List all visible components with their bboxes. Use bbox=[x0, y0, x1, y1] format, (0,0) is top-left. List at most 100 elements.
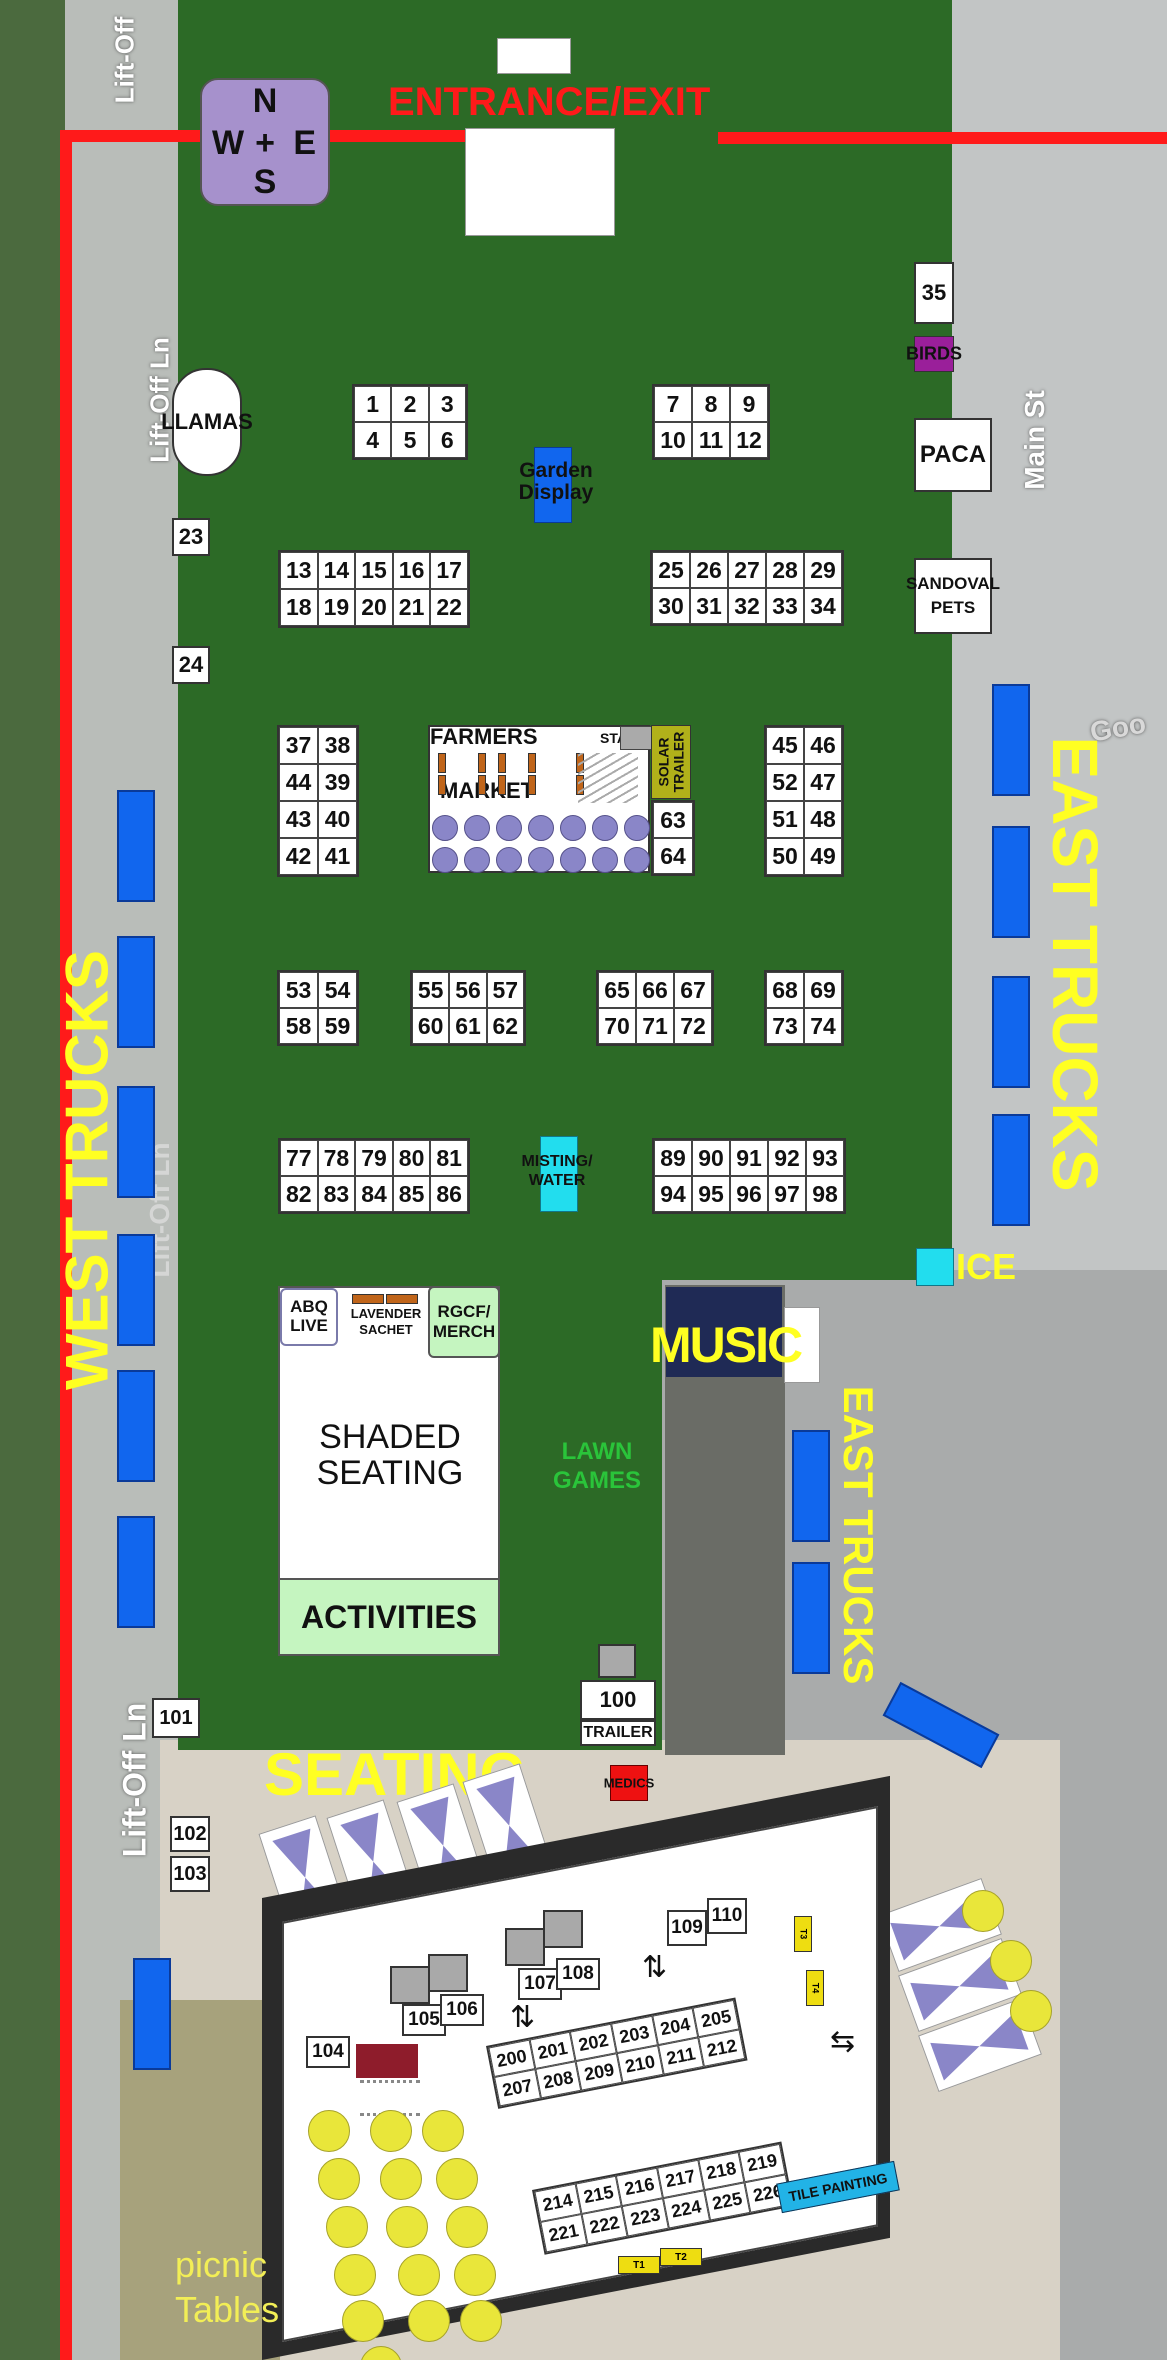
booth-101[interactable]: 101 bbox=[152, 1698, 200, 1738]
booth-44[interactable]: 44 bbox=[279, 764, 318, 801]
booth-209[interactable]: 209 bbox=[575, 2053, 623, 2091]
booth-212[interactable]: 212 bbox=[698, 2029, 746, 2067]
booth-94[interactable]: 94 bbox=[654, 1176, 692, 1212]
booth-19[interactable]: 19 bbox=[317, 589, 356, 626]
booth-23[interactable]: 23 bbox=[172, 518, 210, 556]
booth-102[interactable]: 102 bbox=[170, 1816, 210, 1852]
booth-73[interactable]: 73 bbox=[766, 1008, 804, 1044]
booth-1[interactable]: 1 bbox=[354, 386, 392, 422]
booth-210[interactable]: 210 bbox=[616, 2045, 664, 2083]
medics-station[interactable]: MEDICS bbox=[604, 1765, 654, 1801]
booth-96[interactable]: 96 bbox=[730, 1176, 768, 1212]
booth-106[interactable]: 106 bbox=[440, 1994, 484, 2026]
east-truck-5[interactable] bbox=[792, 1430, 830, 1542]
booth-211[interactable]: 211 bbox=[657, 2037, 705, 2075]
booth-84[interactable]: 84 bbox=[355, 1176, 393, 1212]
booth-18[interactable]: 18 bbox=[280, 589, 318, 626]
booth-5[interactable]: 5 bbox=[391, 422, 429, 458]
booth-39[interactable]: 39 bbox=[318, 764, 357, 801]
booth-66[interactable]: 66 bbox=[636, 972, 674, 1008]
booth-104[interactable]: 104 bbox=[306, 2036, 350, 2068]
booth-2[interactable]: 2 bbox=[391, 386, 429, 422]
booth-63[interactable]: 63 bbox=[653, 802, 693, 838]
east-truck-3[interactable] bbox=[992, 976, 1030, 1088]
booth-7[interactable]: 7 bbox=[654, 386, 692, 422]
booth-108[interactable]: 108 bbox=[556, 1958, 600, 1990]
west-truck-3[interactable] bbox=[117, 1086, 155, 1198]
booth-77[interactable]: 77 bbox=[280, 1140, 318, 1176]
activities-area[interactable]: ACTIVITIES bbox=[278, 1578, 500, 1656]
booth-57[interactable]: 57 bbox=[486, 972, 524, 1008]
booth-10[interactable]: 10 bbox=[654, 422, 692, 458]
booth-79[interactable]: 79 bbox=[355, 1140, 393, 1176]
west-truck-6[interactable] bbox=[117, 1516, 155, 1628]
booth-223[interactable]: 223 bbox=[622, 2198, 669, 2237]
booth-100[interactable]: 100 bbox=[580, 1680, 656, 1720]
west-truck-5[interactable] bbox=[117, 1370, 155, 1482]
booth-13[interactable]: 13 bbox=[280, 552, 318, 589]
booth-42[interactable]: 42 bbox=[279, 838, 318, 875]
booth-8[interactable]: 8 bbox=[692, 386, 730, 422]
booth-225[interactable]: 225 bbox=[703, 2182, 751, 2221]
booth-51[interactable]: 51 bbox=[766, 801, 804, 838]
solar-trailer[interactable]: SOLAR TRAILER bbox=[651, 725, 691, 799]
booth-27[interactable]: 27 bbox=[728, 552, 766, 588]
booth-221[interactable]: 221 bbox=[540, 2214, 588, 2253]
booth-54[interactable]: 54 bbox=[318, 972, 357, 1008]
booth-30[interactable]: 30 bbox=[652, 588, 690, 624]
booth-67[interactable]: 67 bbox=[674, 972, 712, 1008]
booth-4[interactable]: 4 bbox=[354, 422, 392, 458]
east-truck-2[interactable] bbox=[992, 826, 1030, 938]
booth-110[interactable]: 110 bbox=[707, 1898, 747, 1934]
booth-224[interactable]: 224 bbox=[662, 2190, 710, 2229]
booth-3[interactable]: 3 bbox=[428, 386, 466, 422]
booth-91[interactable]: 91 bbox=[730, 1140, 768, 1176]
booth-93[interactable]: 93 bbox=[806, 1140, 844, 1176]
booth-56[interactable]: 56 bbox=[449, 972, 487, 1008]
west-truck-7[interactable] bbox=[133, 1958, 171, 2070]
booth-98[interactable]: 98 bbox=[806, 1176, 844, 1212]
abq-live-booth[interactable]: ABQ LIVE bbox=[280, 1288, 338, 1346]
booth-15[interactable]: 15 bbox=[355, 552, 393, 589]
booth-49[interactable]: 49 bbox=[804, 838, 842, 875]
booth-69[interactable]: 69 bbox=[804, 972, 842, 1008]
booth-109[interactable]: 109 bbox=[667, 1910, 707, 1946]
booth-86[interactable]: 86 bbox=[430, 1176, 468, 1212]
birds-area[interactable]: BIRDS bbox=[906, 336, 962, 372]
booth-31[interactable]: 31 bbox=[690, 588, 728, 624]
booth-28[interactable]: 28 bbox=[766, 552, 804, 588]
booth-11[interactable]: 11 bbox=[692, 422, 730, 458]
booth-85[interactable]: 85 bbox=[392, 1176, 431, 1212]
booth-62[interactable]: 62 bbox=[486, 1008, 524, 1044]
booth-26[interactable]: 26 bbox=[690, 552, 728, 588]
booth-222[interactable]: 222 bbox=[581, 2206, 628, 2245]
booth-82[interactable]: 82 bbox=[280, 1176, 318, 1212]
booth-90[interactable]: 90 bbox=[692, 1140, 730, 1176]
booth-65[interactable]: 65 bbox=[598, 972, 636, 1008]
booth-60[interactable]: 60 bbox=[412, 1008, 450, 1044]
booth-68[interactable]: 68 bbox=[766, 972, 804, 1008]
booth-103[interactable]: 103 bbox=[170, 1856, 210, 1892]
booth-21[interactable]: 21 bbox=[392, 589, 431, 626]
booth-37[interactable]: 37 bbox=[279, 727, 318, 764]
booth-25[interactable]: 25 bbox=[652, 552, 690, 588]
booth-53[interactable]: 53 bbox=[279, 972, 318, 1008]
booth-40[interactable]: 40 bbox=[318, 801, 357, 838]
west-truck-1[interactable] bbox=[117, 790, 155, 902]
llamas-area[interactable]: LLAMAS bbox=[161, 368, 253, 476]
booth-95[interactable]: 95 bbox=[692, 1176, 730, 1212]
booth-58[interactable]: 58 bbox=[279, 1008, 318, 1044]
booth-80[interactable]: 80 bbox=[392, 1140, 431, 1176]
booth-55[interactable]: 55 bbox=[412, 972, 450, 1008]
booth-61[interactable]: 61 bbox=[449, 1008, 487, 1044]
booth-9[interactable]: 9 bbox=[730, 386, 768, 422]
misting-water-station[interactable] bbox=[540, 1136, 578, 1212]
booth-59[interactable]: 59 bbox=[318, 1008, 357, 1044]
east-truck-4[interactable] bbox=[992, 1114, 1030, 1226]
paca-area[interactable]: PACA bbox=[914, 418, 992, 492]
booth-35[interactable]: 35 bbox=[914, 262, 954, 324]
booth-41[interactable]: 41 bbox=[318, 838, 357, 875]
booth-43[interactable]: 43 bbox=[279, 801, 318, 838]
booth-32[interactable]: 32 bbox=[728, 588, 766, 624]
west-truck-4[interactable] bbox=[117, 1234, 155, 1346]
